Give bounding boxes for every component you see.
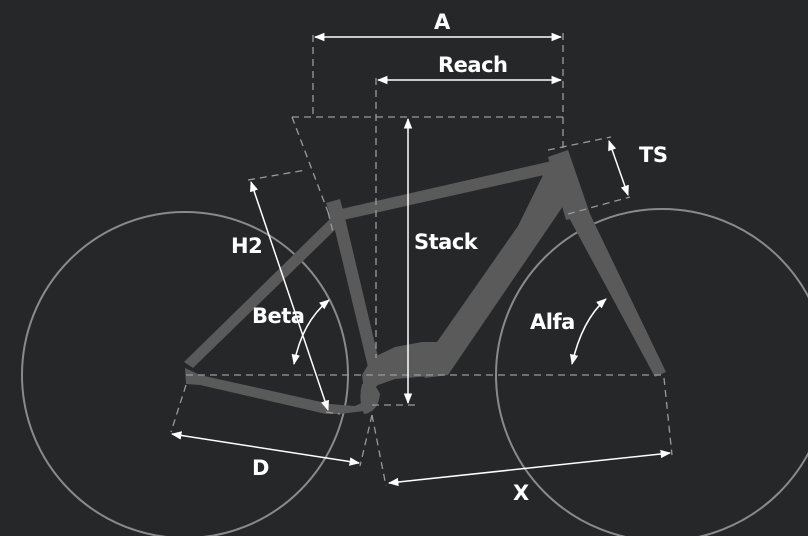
label-d: D [252,456,269,480]
bike-frame [184,150,666,414]
seat-tube [326,199,380,367]
front-wheel [495,208,808,536]
label-a: A [434,10,450,34]
label-h2: H2 [231,234,263,258]
top-tube [328,160,562,223]
label-beta: Beta [252,304,305,328]
label-stack: Stack [414,230,478,254]
dim-alfa-arc [570,298,607,366]
fork [567,214,666,377]
dim-ts-line [608,140,629,196]
chain-stay [185,368,372,414]
label-x: X [513,481,529,505]
label-ts: TS [639,143,668,167]
dim-beta-arc [291,299,330,366]
bottom-bracket [360,383,380,414]
dim-h2-line [250,181,329,411]
label-reach: Reach [438,53,508,77]
down-tube [420,165,574,378]
dim-d-line [170,431,361,466]
dim-x-line [387,449,672,487]
label-alfa: Alfa [530,310,575,334]
dimension-lines [170,32,672,487]
